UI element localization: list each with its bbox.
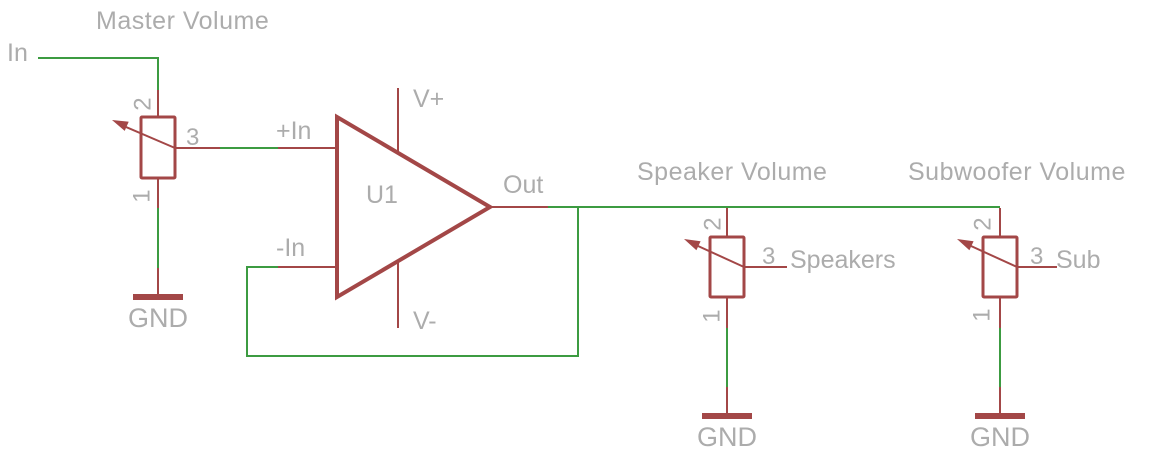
potentiometer-master: 2 1 3 Master Volume — [96, 7, 269, 208]
speaker-pot-arrow-icon — [684, 239, 701, 251]
input-net-label: In — [7, 39, 28, 67]
opamp-plus-in-label: +In — [276, 117, 311, 145]
opamp-out-label: Out — [503, 171, 543, 199]
sub-pot-pin2-label: 2 — [970, 217, 997, 230]
master-pot-wiper-diagonal — [125, 126, 176, 149]
opamp-designator: U1 — [366, 181, 398, 209]
opamp-vminus-label: V- — [413, 307, 437, 335]
opamp-vplus-label: V+ — [413, 85, 444, 113]
speaker-pot-pin1-label: 1 — [699, 309, 726, 322]
speaker-pot-body — [708, 235, 746, 299]
sub-pot-pin1-label: 1 — [969, 308, 996, 321]
opamp-symbol: +In -In V+ V- U1 Out — [276, 85, 548, 335]
master-pot-pin1-label: 1 — [129, 189, 156, 202]
speaker-pot-pin2-label: 2 — [700, 217, 727, 230]
potentiometer-speaker: 2 1 3 Speakers Speaker Volume — [637, 158, 896, 328]
net-wire-input — [38, 57, 159, 90]
potentiometer-subwoofer: 2 1 3 Sub Subwoofer Volume — [908, 158, 1126, 328]
gnd-symbol-speaker: GND — [697, 387, 757, 452]
net-wire-feedback — [246, 207, 579, 357]
sub-pot-wiper-diagonal — [970, 245, 1018, 268]
gnd-symbol-master: GND — [128, 268, 188, 333]
master-pot-arrow-icon — [112, 120, 129, 131]
master-pot-pin3-label: 3 — [186, 124, 199, 151]
gnd-symbol-subwoofer: GND — [970, 387, 1030, 452]
sub-net-label: Sub — [1056, 246, 1100, 274]
speaker-volume-title: Speaker Volume — [637, 158, 827, 186]
sub-pot-arrow-icon — [957, 239, 974, 251]
gnd-sub-label: GND — [970, 422, 1030, 452]
speaker-net-label: Speakers — [790, 246, 896, 274]
gnd-speaker-label: GND — [697, 422, 757, 452]
master-pot-pin2-label: 2 — [130, 97, 157, 110]
gnd-master-label: GND — [128, 303, 188, 333]
sub-pot-pin3-label: 3 — [1030, 243, 1043, 270]
opamp-triangle — [335, 113, 494, 301]
speaker-pot-pin3-label: 3 — [762, 243, 775, 270]
master-pot-body — [139, 115, 177, 180]
net-wires — [38, 57, 1001, 387]
master-volume-title: Master Volume — [96, 7, 269, 35]
subwoofer-volume-title: Subwoofer Volume — [908, 158, 1126, 186]
sub-pot-body — [981, 235, 1019, 299]
opamp-minus-in-label: -In — [276, 234, 305, 262]
speaker-pot-wiper-diagonal — [697, 245, 745, 268]
